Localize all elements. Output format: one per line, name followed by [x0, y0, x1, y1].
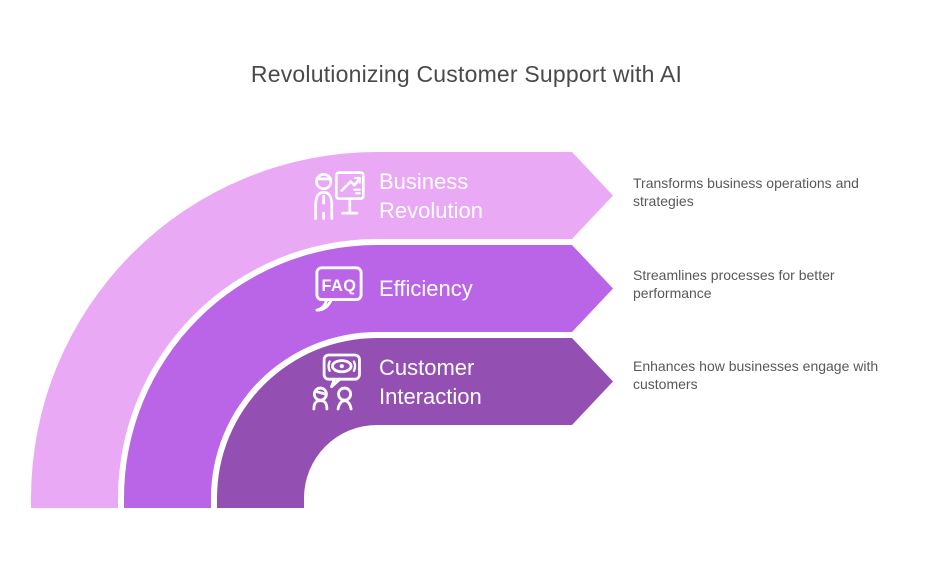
band-2-label: Efficiency: [379, 276, 473, 301]
presenter-chart-icon: [314, 170, 365, 220]
band-2-description-row: Streamlines processes for better perform…: [633, 240, 901, 327]
page-title: Revolutionizing Customer Support with AI: [250, 61, 683, 87]
band-2-content: FAQ Efficiency: [312, 245, 501, 332]
band-3-arrow-shape: [217, 338, 613, 508]
band-1-label: Business Revolution: [379, 168, 483, 223]
band-3-label: Customer Interaction: [379, 354, 482, 409]
band-1-description: Transforms business operations and strat…: [633, 174, 859, 209]
band-2-description: Streamlines processes for better perform…: [633, 266, 835, 301]
band-1-description-row: Transforms business operations and strat…: [633, 148, 901, 235]
band-3-description: Enhances how businesses engage with cust…: [633, 357, 879, 392]
band-3-content: Customer Interaction: [312, 338, 501, 425]
band-2-arrow-shape: [124, 245, 613, 508]
band-3-description-row: Enhances how businesses engage with cust…: [633, 331, 901, 418]
faq-speech-bubble-icon: FAQ: [315, 265, 363, 312]
band-1-content: Business Revolution: [312, 152, 501, 239]
band-1-arrow-shape: [31, 152, 613, 508]
svg-text:FAQ: FAQ: [321, 276, 356, 294]
eye-speech-bubble-people-icon: [312, 353, 361, 410]
